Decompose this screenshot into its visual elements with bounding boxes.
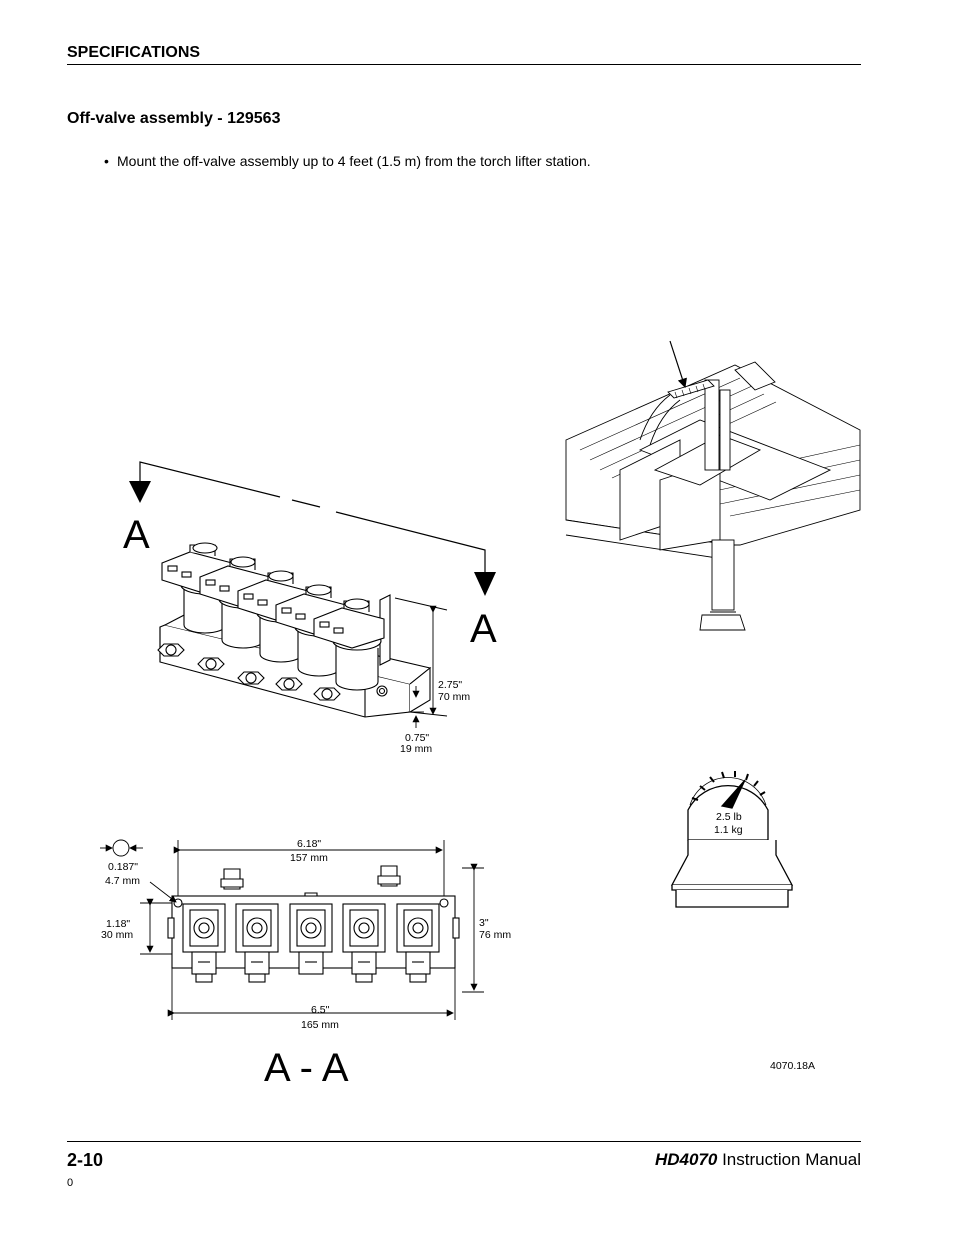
dim-width-in: 6.5" <box>311 1004 330 1016</box>
model-name: HD4070 <box>654 1150 718 1169</box>
section-title: SPECIFICATIONS <box>67 44 201 61</box>
weight-kg: 1.1 kg <box>714 824 743 836</box>
dim-depth-in: 3" <box>479 917 489 929</box>
section-arrow-left <box>129 481 151 503</box>
dim-hole-spacing-mm: 157 mm <box>290 852 328 864</box>
dim-height <box>394 597 448 717</box>
valve-location-arrow <box>669 340 687 389</box>
manual-name: Instruction Manual <box>717 1150 861 1169</box>
dim-width <box>167 968 456 1020</box>
dim-width-mm: 165 mm <box>301 1019 339 1031</box>
dim-hole <box>100 839 177 903</box>
dim-height-in: 2.75" <box>438 679 462 691</box>
revision: 0 <box>67 1177 74 1189</box>
dim-base-mm: 19 mm <box>400 743 432 755</box>
dim-hole-spacing <box>173 840 445 896</box>
dim-hole-in: 0.187" <box>108 861 138 873</box>
section-view-valves <box>182 903 440 983</box>
weight-lb: 2.5 lb <box>716 811 742 823</box>
dim-offset-in: 1.18" <box>106 918 130 930</box>
dim-offset <box>140 898 172 955</box>
dim-base <box>408 686 424 728</box>
figure-id: 4070.18A <box>770 1060 815 1072</box>
manual-title: HD4070 Instruction Manual <box>655 1150 861 1170</box>
torch-table-sketch <box>565 361 861 631</box>
scale-icon <box>670 771 794 908</box>
page-heading: Off-valve assembly - 129563 <box>67 110 281 127</box>
dim-hole-spacing-in: 6.18" <box>297 838 321 850</box>
dim-depth <box>462 863 484 993</box>
bullet-mark: • <box>104 153 109 169</box>
dim-hole-mm: 4.7 mm <box>105 875 140 887</box>
dim-base-in: 0.75" <box>405 732 429 744</box>
section-arrow-right <box>474 572 496 596</box>
footer-rule <box>67 1141 861 1142</box>
header-rule <box>67 64 861 65</box>
dim-height-mm: 70 mm <box>438 691 470 703</box>
section-cut-line <box>139 461 486 574</box>
valve-assembly-iso <box>157 542 432 718</box>
bullet-text: Mount the off-valve assembly up to 4 fee… <box>117 153 591 169</box>
dim-offset-mm: 30 mm <box>101 929 133 941</box>
page-number: 2-10 <box>67 1150 104 1170</box>
section-view-label: A - A <box>264 1046 349 1090</box>
dim-depth-mm: 76 mm <box>479 929 511 941</box>
section-marker-left: A <box>123 513 150 557</box>
section-marker-right: A <box>470 607 497 651</box>
